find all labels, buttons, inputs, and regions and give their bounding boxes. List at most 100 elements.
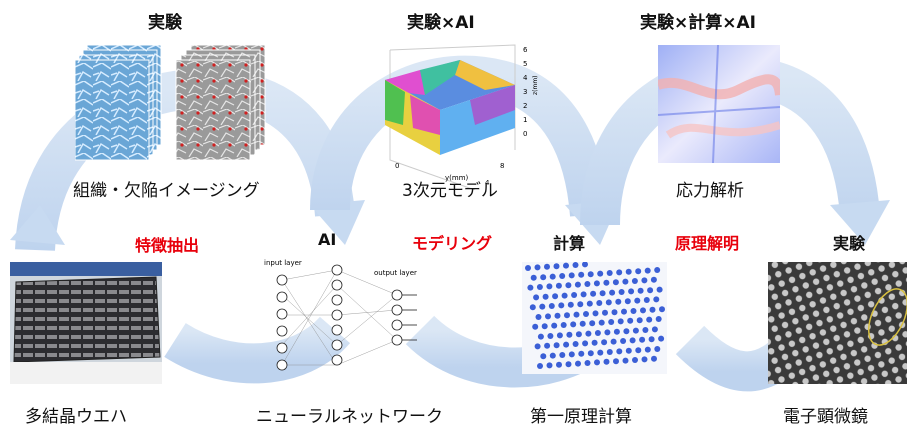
atom-dot [565,361,572,368]
atom-dot [593,280,600,287]
atom-dot [629,337,636,344]
atom-dot [541,323,548,330]
atom-dot [558,302,565,309]
atom-dot [604,329,611,336]
atom-dot [616,348,623,355]
atom-dot [594,330,601,336]
atom-dot [559,352,566,358]
atom-dot [544,342,551,349]
atom-dot [654,267,661,273]
x-tick: 4 [485,179,490,187]
atom-dot [564,312,570,319]
atom-dot [534,264,541,271]
atom-dot [620,338,627,344]
atom-dot [610,338,617,345]
atom-dot [603,279,610,286]
grain-3d-plot: 6 5 4 3 2 1 0 z(mm) 0 y(mm) 4 8 [385,44,539,190]
label-imaging: 組織・欠陥イメージング [73,181,260,201]
atom-dot [565,282,572,289]
caption-wafer: 多結晶ウエハ [25,407,127,427]
neural-network-diagram: input layer output layer [264,259,417,371]
z-tick: 6 [523,46,528,54]
atom-dot [606,270,613,276]
atom-dot [582,262,588,268]
atom-dot [563,262,569,269]
atom-dot [630,308,637,314]
atom-dot [617,318,624,325]
atom-dot [625,347,632,354]
atom-dot [584,360,591,366]
atom-dot [532,323,539,330]
atom-dot [616,269,623,276]
y-axis-label: y(mm) [445,174,469,182]
atom-dot [535,314,542,320]
atom-dot [549,352,556,359]
atom-dot [536,284,543,290]
atom-dot [575,331,582,338]
atom-dot [573,311,580,318]
atom-dot [567,301,574,308]
atom-dot [602,309,608,316]
atom-dot [646,316,653,323]
atom-dot [537,363,543,369]
atom-dot [611,309,618,316]
atom-dot [586,300,593,307]
atom-dot [623,328,630,335]
atom-dot [641,277,648,284]
atom-dot [651,326,658,333]
atom-dot [572,262,579,268]
arrow-head-exp [830,200,890,245]
atom-dot [591,339,598,346]
atom-dot [537,333,544,340]
atom-dot [654,346,661,352]
atom-dot [640,307,646,314]
atom-dot [585,330,592,337]
atom-dot [649,306,656,313]
atom-dot [577,301,584,308]
z-axis-label: z(mm) [532,75,539,95]
atom-dot [578,271,585,278]
atom-dot [644,267,651,274]
atom-dot [597,270,604,277]
atom-dot [628,288,635,295]
atom-dot [554,312,561,319]
atom-dot [601,339,608,346]
atom-dot [574,281,581,288]
atom-dot [548,303,555,309]
atom-dot [540,353,547,360]
atom-dot [624,298,631,305]
wafer-photo [10,262,162,384]
atom-dot [555,282,562,289]
atom-dot [635,268,642,275]
atom-dot [529,304,536,311]
y-tick: 0 [395,162,399,170]
atom-dot [603,358,610,365]
atom-dot [659,306,665,313]
atom-dot [544,263,550,270]
z-tick: 3 [523,88,527,96]
atom-dot [546,283,553,290]
atom-dot [613,328,620,335]
atom-dot [561,292,568,299]
atom-dot [635,347,642,354]
atom-dot [527,284,534,291]
atom-dot [553,263,560,270]
atom-dot [572,341,579,347]
atom-dot [625,268,632,275]
atom-dot [545,313,551,320]
atom-dot [575,360,581,367]
atom-dot [530,274,537,281]
atom-dot [650,276,657,283]
atom-dot [606,349,613,355]
atom-dot [542,293,549,300]
x-tick: 8 [500,162,504,170]
arrow-head-left [10,205,65,245]
atom-dot [549,273,556,280]
atom-dot [578,350,585,357]
atom-dot [589,320,596,327]
atom-dot [579,320,586,327]
z-tick: 2 [523,102,527,110]
atom-dot [570,321,577,328]
atom-dot [618,289,625,295]
arrow-left-lower [164,315,351,384]
